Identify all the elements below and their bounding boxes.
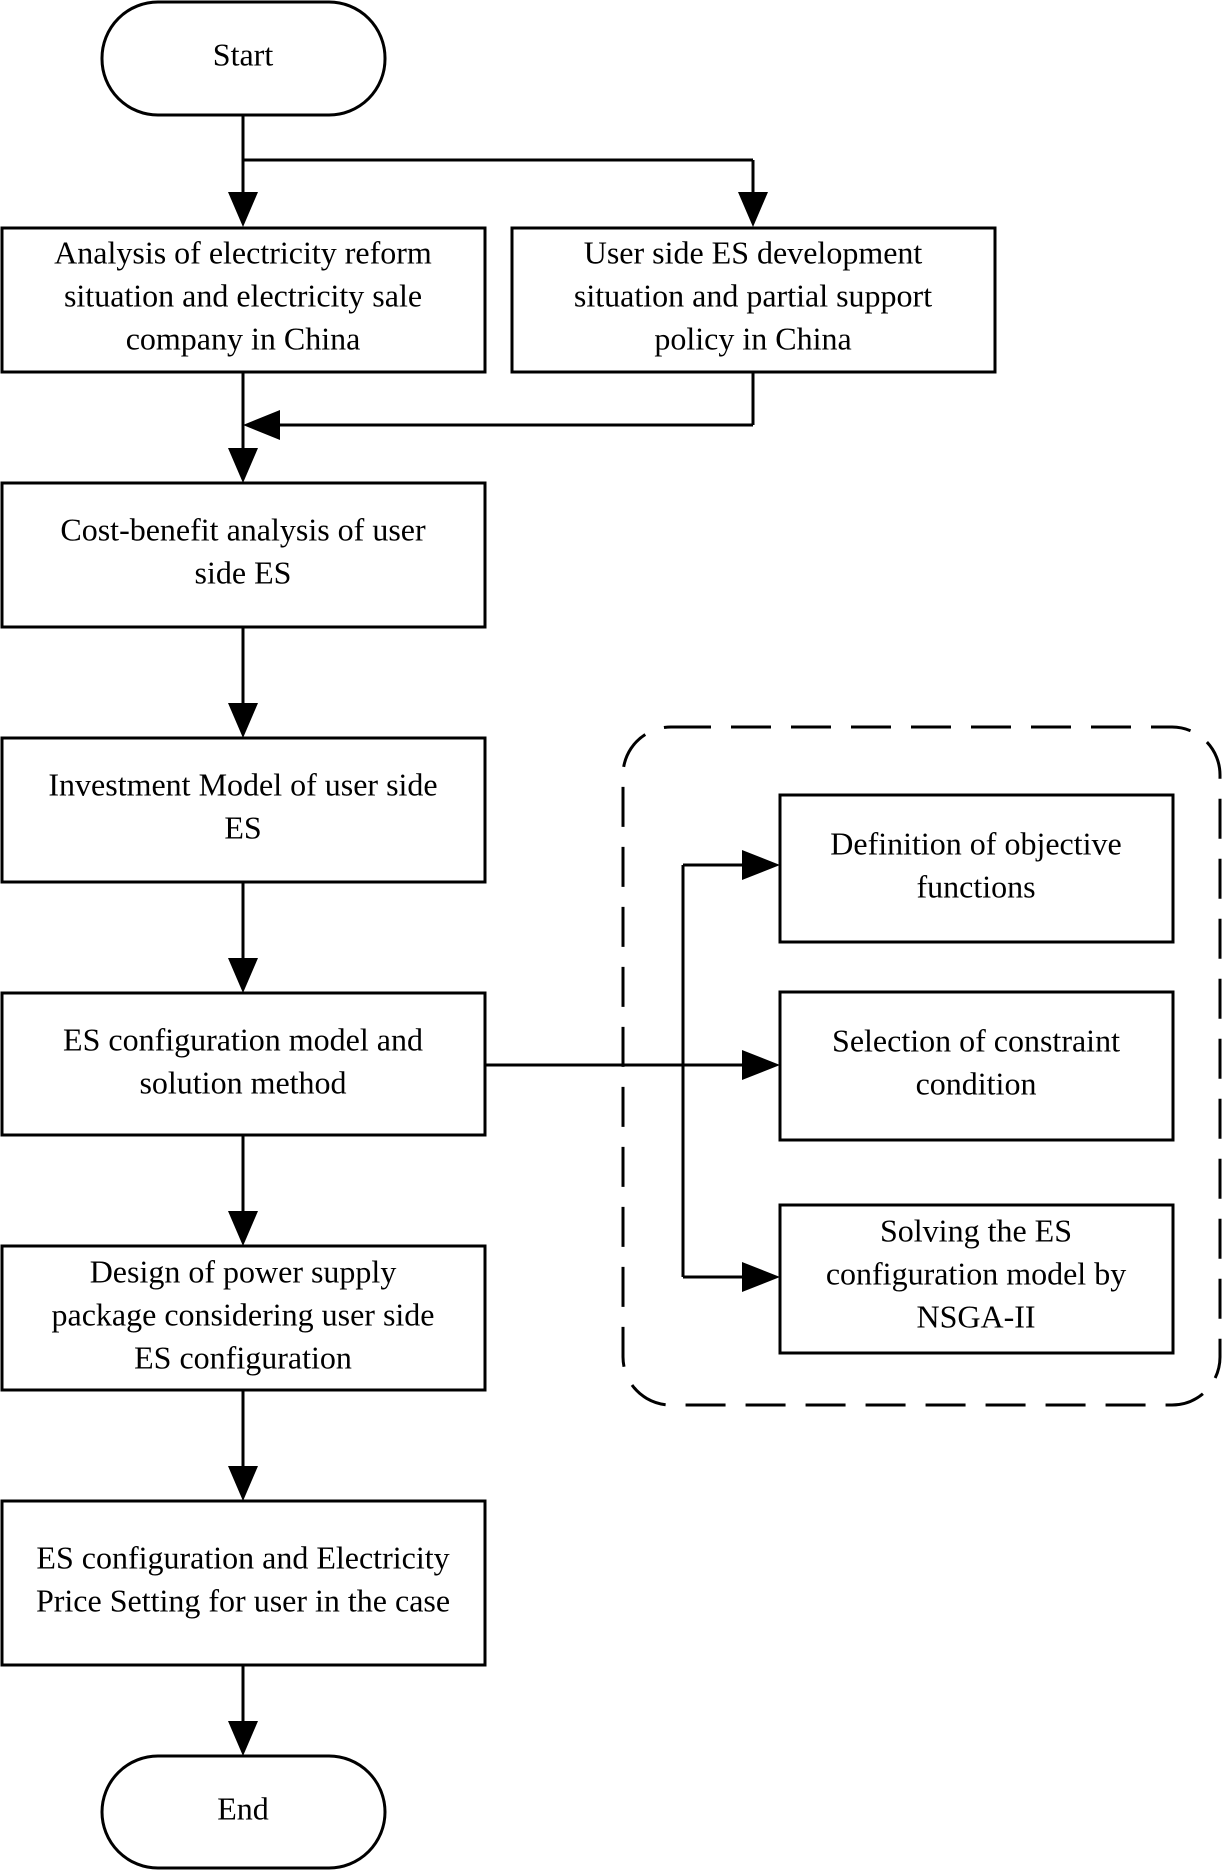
case-setting-box: ES configuration and Electricity Price S… — [0, 1499, 487, 1667]
arrow-head-to-end — [228, 1721, 258, 1756]
analysis-box: Analysis of electricity reform situation… — [0, 226, 487, 374]
end-label: End — [217, 1790, 269, 1826]
solving-line-2: configuration model by — [826, 1255, 1126, 1291]
arrow-head-to-design — [228, 1211, 258, 1246]
arrow-head-to-case — [228, 1466, 258, 1501]
arrow-head-merge — [243, 410, 280, 440]
es-configuration-box: ES configuration model and solution meth… — [0, 991, 487, 1137]
start-label: Start — [213, 36, 274, 72]
cost-line-2: side ES — [195, 554, 292, 590]
end-terminal: End — [100, 1754, 387, 1870]
arrow-head-to-solving — [742, 1262, 780, 1292]
arrow-head-to-analysis — [228, 192, 258, 227]
design-line-2: package considering user side — [52, 1296, 435, 1332]
policy-line-2: situation and partial support — [574, 277, 932, 313]
solving-nsga-box: Solving the ES configuration model by NS… — [778, 1203, 1175, 1355]
constraint-line-1: Selection of constraint — [832, 1022, 1120, 1058]
constraint-condition-box: Selection of constraint condition — [778, 990, 1175, 1142]
analysis-line-3: company in China — [126, 320, 361, 356]
design-package-box: Design of power supply package consideri… — [0, 1244, 487, 1392]
arrow-head-to-cost — [228, 448, 258, 483]
config-line-1: ES configuration model and — [63, 1021, 423, 1057]
constraint-line-2: condition — [916, 1065, 1037, 1101]
solving-line-3: NSGA-II — [916, 1298, 1035, 1334]
investment-model-box: Investment Model of user side ES — [0, 736, 487, 884]
cost-benefit-box: Cost-benefit analysis of user side ES — [0, 481, 487, 629]
arrow-head-to-constraint — [742, 1050, 780, 1080]
solving-line-1: Solving the ES — [880, 1212, 1072, 1248]
config-line-2: solution method — [139, 1064, 346, 1100]
objective-line-1: Definition of objective — [830, 825, 1121, 861]
arrow-head-to-objective — [742, 850, 780, 880]
objective-functions-box: Definition of objective functions — [778, 793, 1175, 944]
case-line-2: Price Setting for user in the case — [36, 1582, 450, 1618]
analysis-line-2: situation and electricity sale — [64, 277, 422, 313]
design-line-1: Design of power supply — [90, 1253, 397, 1289]
design-line-3: ES configuration — [134, 1339, 352, 1375]
connectors — [241, 115, 755, 1730]
arrow-head-to-policy — [738, 192, 768, 227]
arrow-head-to-config — [228, 958, 258, 993]
policy-box: User side ES development situation and p… — [510, 226, 997, 374]
cost-line-1: Cost-benefit analysis of user — [60, 511, 426, 547]
start-terminal: Start — [100, 0, 387, 117]
arrow-head-to-investment — [228, 703, 258, 738]
policy-line-3: policy in China — [654, 320, 851, 356]
analysis-line-1: Analysis of electricity reform — [54, 234, 432, 270]
objective-line-2: functions — [916, 868, 1035, 904]
case-line-1: ES configuration and Electricity — [36, 1539, 449, 1575]
policy-line-1: User side ES development — [584, 234, 923, 270]
investment-line-2: ES — [224, 809, 261, 845]
investment-line-1: Investment Model of user side — [48, 766, 437, 802]
